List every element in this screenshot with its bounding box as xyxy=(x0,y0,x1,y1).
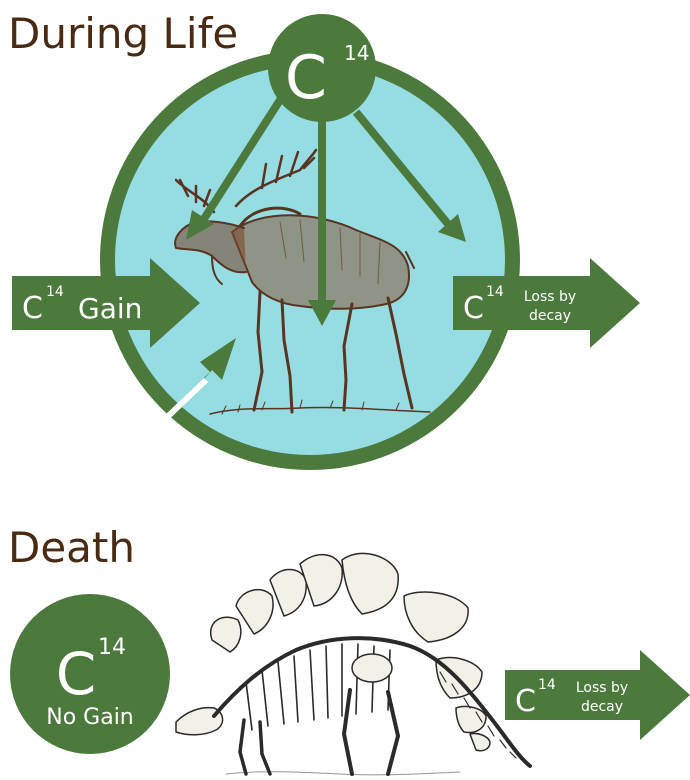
loss-death-symbol: C xyxy=(515,684,536,719)
loss-life-line1: Loss by xyxy=(524,289,576,305)
gain-superscript: 14 xyxy=(46,284,64,300)
loss-life-superscript: 14 xyxy=(486,284,504,300)
c14-source-symbol: C xyxy=(285,43,327,113)
c14-no-gain-badge: C 14 No Gain xyxy=(10,594,170,754)
loss-life-symbol: C xyxy=(463,291,484,326)
loss-life-line2: decay xyxy=(529,308,571,324)
stegosaurus-skeleton-illustration xyxy=(176,553,530,774)
c14-source-superscript: 14 xyxy=(344,41,369,65)
gain-symbol: C xyxy=(22,291,43,326)
death-title: Death xyxy=(8,523,135,572)
no-gain-label: No Gain xyxy=(46,705,134,730)
no-gain-superscript: 14 xyxy=(98,635,126,660)
c14-loss-arrow-death: C 14 Loss by decay xyxy=(505,650,690,740)
during-life-title: During Life xyxy=(8,9,238,58)
gain-label: Gain xyxy=(78,292,142,325)
no-gain-symbol: C xyxy=(56,640,97,708)
loss-death-line1: Loss by xyxy=(576,680,628,696)
loss-death-line2: decay xyxy=(581,699,623,715)
loss-death-superscript: 14 xyxy=(538,677,556,693)
